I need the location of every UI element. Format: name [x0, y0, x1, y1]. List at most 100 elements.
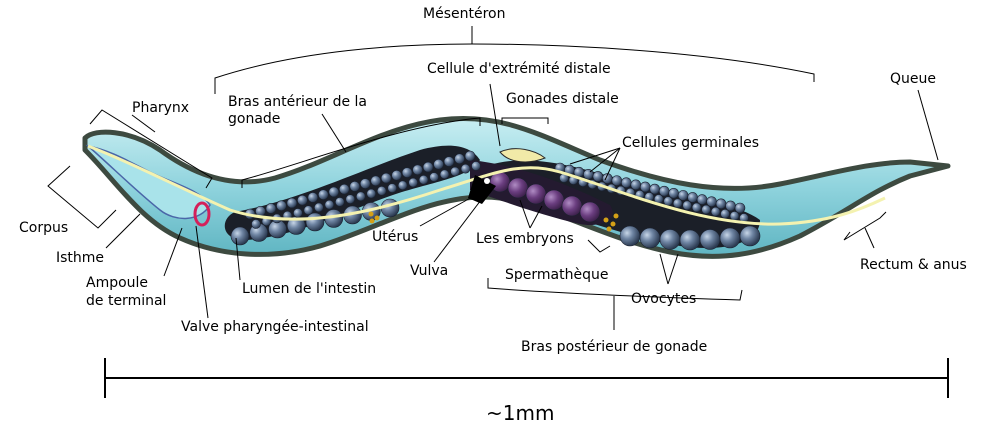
oocyte — [659, 229, 681, 250]
germ-cell — [387, 183, 397, 193]
germ-cell — [450, 166, 460, 177]
germ-cell — [422, 161, 434, 173]
embryo — [561, 195, 583, 217]
label-cellule-extremite: Cellule d'extrémité distale — [427, 61, 611, 77]
vulva-pointer — [433, 195, 485, 263]
germ-cell — [307, 192, 319, 203]
label-bras-anterieur-1: Bras antérieur de la — [228, 94, 367, 110]
label-mesenteron: Mésentéron — [423, 6, 505, 22]
germ-cell — [715, 198, 727, 210]
germ-cell — [251, 219, 261, 229]
bracket-corpus — [47, 165, 117, 229]
bracket-bras-posterieur — [487, 278, 743, 301]
label-lumen: Lumen de l'intestin — [242, 281, 376, 297]
germ-cell — [338, 183, 350, 195]
germ-cell — [443, 156, 455, 167]
ovocytes-pointer1 — [659, 253, 669, 285]
germ-cell — [401, 167, 413, 178]
germ-cell — [592, 171, 604, 182]
lumen-pointer — [235, 237, 241, 281]
bracket-gonades-distale — [501, 117, 549, 124]
germ-cell — [335, 197, 345, 207]
germ-cell — [471, 161, 481, 171]
vulva — [468, 175, 496, 204]
germ-cell — [460, 163, 471, 174]
germ-cell — [380, 172, 392, 184]
germ-cell — [397, 180, 408, 191]
germ-cell — [255, 205, 266, 217]
cellules-germinales-pointer1 — [569, 147, 621, 165]
label-bras-posterieur: Bras postérieur de gonade — [521, 339, 707, 355]
oocyte — [619, 225, 641, 247]
pharyngeal-valve — [193, 201, 211, 227]
germ-cell — [297, 194, 308, 206]
germ-cell — [355, 191, 366, 202]
germ-cell — [677, 190, 689, 201]
cellule-extremite-pointer — [489, 83, 501, 147]
valve-pointer — [195, 225, 209, 319]
germ-cell — [639, 181, 651, 193]
oocyte — [230, 226, 250, 246]
intestine-lumen — [87, 144, 886, 226]
rectum-pointer — [864, 227, 875, 249]
bracket-spermatheque — [587, 239, 611, 253]
cellules-germinales-pointer2 — [589, 147, 621, 173]
germ-cell — [725, 200, 736, 212]
germ-cell — [349, 181, 361, 192]
ampoule-pointer — [163, 227, 183, 277]
label-rectum: Rectum & anus — [860, 257, 967, 273]
uterus-pointer — [419, 195, 475, 227]
vulva-dot — [484, 178, 490, 184]
label-pharynx: Pharynx — [132, 100, 189, 116]
germ-cell — [682, 200, 692, 211]
germ-cell — [345, 194, 356, 204]
label-spermatheque: Spermathèque — [505, 267, 608, 283]
bras-anterieur-pointer — [321, 113, 347, 153]
oocyte — [719, 227, 741, 249]
pharynx-pointer — [131, 114, 156, 133]
bracket-mesenteron — [214, 43, 815, 94]
label-valve: Valve pharyngée-intestinal — [181, 319, 369, 335]
germ-cell — [706, 196, 717, 207]
bracket-pharynx — [89, 109, 213, 189]
germ-cell — [418, 175, 429, 185]
germ-cell — [314, 202, 324, 213]
germ-cell — [293, 208, 303, 218]
label-isthme: Isthme — [56, 250, 104, 266]
ovocytes-pointer2 — [667, 253, 679, 285]
queue-pointer — [917, 89, 939, 161]
bracket-bras-anterieur — [241, 117, 481, 188]
germ-cell — [658, 185, 670, 197]
isthme-pointer — [105, 213, 141, 249]
oocyte — [739, 225, 761, 247]
embryons-pointer1 — [519, 199, 531, 229]
label-queue: Queue — [890, 71, 936, 87]
germ-cell — [328, 186, 340, 198]
germ-cell — [408, 177, 418, 188]
germ-cell — [359, 178, 371, 189]
label-ampoule-2: de terminal — [86, 293, 166, 309]
germ-cell — [439, 169, 450, 180]
label-ovocytes: Ovocytes — [631, 291, 696, 307]
label-bras-anterieur-2: gonade — [228, 111, 280, 127]
germ-cell — [691, 202, 702, 213]
germ-cell — [286, 197, 298, 209]
label-vulva: Vulva — [410, 263, 448, 279]
germ-cell — [454, 153, 465, 165]
germ-cell — [649, 183, 661, 195]
germ-cell — [611, 175, 623, 186]
germ-cell — [370, 175, 382, 187]
germ-cell — [687, 192, 698, 203]
germ-cell — [433, 158, 444, 170]
distal-tip-cell — [499, 148, 546, 163]
bracket-rectum — [843, 211, 887, 241]
germ-cell — [412, 164, 423, 176]
germ-cell — [696, 194, 708, 205]
germ-cell — [276, 200, 287, 212]
label-gonades-distale: Gonades distale — [506, 91, 619, 107]
germ-cell — [734, 202, 746, 214]
germ-cell — [429, 172, 439, 182]
germ-cell — [621, 177, 632, 189]
label-uterus: Utérus — [372, 229, 418, 245]
